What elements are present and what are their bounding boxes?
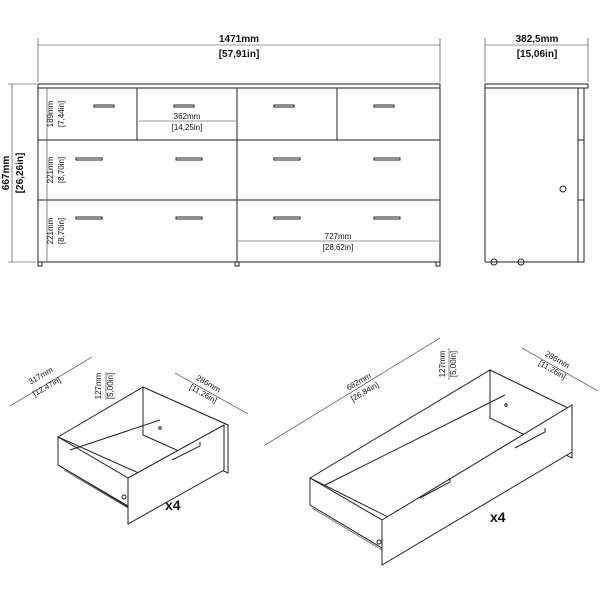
large-drawer-mm-label: 727mm xyxy=(325,232,352,241)
drawer-handles xyxy=(75,104,401,220)
small-drawer-in-label: [14,25in] xyxy=(172,123,203,132)
height-mm-label: 667mm xyxy=(1,156,12,191)
side-view: 382,5mm [15,06in] xyxy=(484,34,589,266)
depth-mm-label: 382,5mm xyxy=(516,34,559,45)
large-drawer-quantity: x4 xyxy=(490,509,506,525)
large-drawer-in-label: [28,62in] xyxy=(323,243,354,252)
width-mm-label: 1471mm xyxy=(219,34,259,45)
row1-mm-label: 189mm xyxy=(46,100,55,127)
height-in-label: [26,26in] xyxy=(15,153,26,194)
row3-mm-label: 221mm xyxy=(46,217,55,244)
row2-in-label: [8,70in] xyxy=(57,157,66,183)
large-drawer-height-in: [5,00in] xyxy=(449,351,458,377)
row2-mm-label: 221mm xyxy=(46,156,55,183)
small-drawer-quantity: x4 xyxy=(165,497,181,513)
small-drawer-mm-label: 362mm xyxy=(174,112,201,121)
large-drawer-isometric: 682mm [26,84in] 127mm [5,00in] 286mm [11… xyxy=(264,337,599,566)
large-drawer-height-mm: 127mm xyxy=(438,350,447,377)
small-drawer-isometric: 317mm [12,47in] 127mm [5,00in] 286mm [11… xyxy=(9,356,249,525)
small-drawer-height-mm: 127mm xyxy=(94,372,103,399)
small-drawer-height-in: [5,00in] xyxy=(106,373,115,399)
row1-in-label: [7,44in] xyxy=(57,101,66,127)
front-view: 1471mm [57,91in] 667mm [26,26in] 189mm [… xyxy=(1,34,441,267)
width-in-label: [57,91in] xyxy=(219,49,260,60)
depth-in-label: [15,06in] xyxy=(517,49,558,60)
row3-in-label: [8,70in] xyxy=(57,218,66,244)
